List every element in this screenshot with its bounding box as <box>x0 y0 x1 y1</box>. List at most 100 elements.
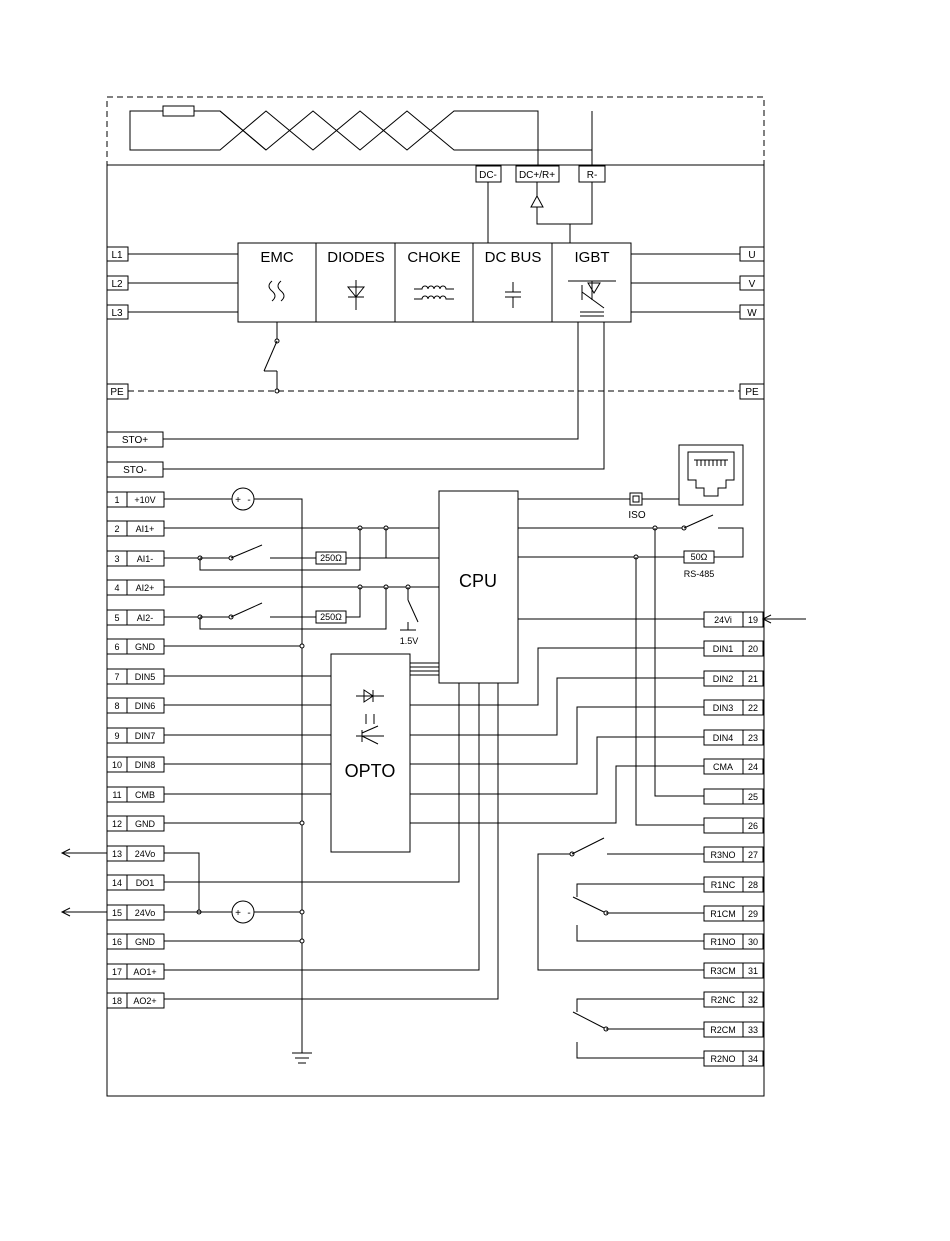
dc-terminal-r-minus[interactable]: R- <box>578 165 606 183</box>
svg-text:24Vo: 24Vo <box>135 849 156 859</box>
terminal-pe-left[interactable]: PE <box>106 383 129 400</box>
earth-ground-icon <box>292 1052 312 1064</box>
terminal-sto-plus[interactable]: STO+ <box>106 431 164 448</box>
svg-text:19: 19 <box>748 615 758 625</box>
dc-terminal-dc-plus-r-plus[interactable]: DC+/R+ <box>515 165 560 183</box>
svg-text:L2: L2 <box>111 279 123 290</box>
dc-terminal-dc-minus[interactable]: DC- <box>475 165 502 183</box>
arrow-out-24vo-15 <box>60 907 107 917</box>
svg-text:L1: L1 <box>111 250 123 261</box>
svg-text:+: + <box>235 495 241 506</box>
block-dcbus-title: DC BUS <box>485 249 542 266</box>
svg-text:DC+/R+: DC+/R+ <box>519 170 555 181</box>
terminal-v[interactable]: V <box>739 275 765 291</box>
svg-text:CMB: CMB <box>135 790 155 800</box>
terminal-u[interactable]: U <box>739 246 765 262</box>
svg-text:15: 15 <box>112 908 122 918</box>
terminal-13[interactable]: 13 24Vo <box>106 845 165 862</box>
svg-text:AI2+: AI2+ <box>136 583 155 593</box>
svg-text:R-: R- <box>587 170 598 181</box>
block-diodes-title: DIODES <box>327 249 385 266</box>
svg-text:DIN1: DIN1 <box>713 644 734 654</box>
svg-text:PE: PE <box>745 387 759 398</box>
terminal-l1[interactable]: L1 <box>106 246 129 262</box>
svg-text:250Ω: 250Ω <box>320 553 342 563</box>
svg-text:PE: PE <box>110 387 124 398</box>
terminal-pe-right[interactable]: PE <box>739 383 765 400</box>
svg-text:GND: GND <box>135 819 156 829</box>
terminal-w[interactable]: W <box>739 304 765 320</box>
opto-block <box>330 653 411 853</box>
svg-text:AO1+: AO1+ <box>133 967 156 977</box>
svg-text:3: 3 <box>114 554 119 564</box>
svg-text:21: 21 <box>748 674 758 684</box>
svg-text:DIN3: DIN3 <box>713 703 734 713</box>
svg-text:31: 31 <box>748 966 758 976</box>
wire-terminal-25 <box>654 528 704 797</box>
wire-do1 <box>164 683 460 883</box>
terminal-25[interactable]: 25 <box>703 788 764 805</box>
terminal-26[interactable]: 26 <box>703 817 764 834</box>
braking-resistor-symbol <box>162 105 195 117</box>
rj45-port-icon[interactable] <box>678 444 744 506</box>
svg-text:DIN8: DIN8 <box>135 760 156 770</box>
svg-text:13: 13 <box>112 849 122 859</box>
ai1-return <box>199 528 361 571</box>
terminal-sto-minus[interactable]: STO- <box>106 461 164 478</box>
capacitor-icon <box>505 282 521 308</box>
svg-text:32: 32 <box>748 995 758 1005</box>
svg-text:2: 2 <box>114 524 119 534</box>
resistor-ai1: 250Ω <box>315 551 347 565</box>
opto-cpu-bus <box>410 662 439 676</box>
terminal-21[interactable]: DIN2 21 <box>703 670 764 687</box>
wire-din4 <box>410 736 704 795</box>
svg-text:DIN5: DIN5 <box>135 672 156 682</box>
svg-text:-: - <box>247 908 250 919</box>
block-choke-title: CHOKE <box>407 249 460 266</box>
svg-text:DO1: DO1 <box>136 878 155 888</box>
svg-text:R3NO: R3NO <box>710 850 735 860</box>
label-1-5v: 1.5V <box>400 636 419 646</box>
rs485-termination-switch <box>681 514 744 558</box>
wire-ao2 <box>164 683 499 1000</box>
ai1-mode-switch <box>200 544 316 561</box>
cpu-label: CPU <box>459 571 497 591</box>
svg-text:+10V: +10V <box>134 495 155 505</box>
svg-text:STO-: STO- <box>123 465 147 476</box>
svg-text:1: 1 <box>114 495 119 505</box>
svg-text:DIN2: DIN2 <box>713 674 734 684</box>
svg-text:V: V <box>749 279 756 290</box>
terminal-l3[interactable]: L3 <box>106 304 129 320</box>
terminal-1[interactable]: 1 +10V <box>106 491 165 508</box>
terminal-l2[interactable]: L2 <box>106 275 129 291</box>
